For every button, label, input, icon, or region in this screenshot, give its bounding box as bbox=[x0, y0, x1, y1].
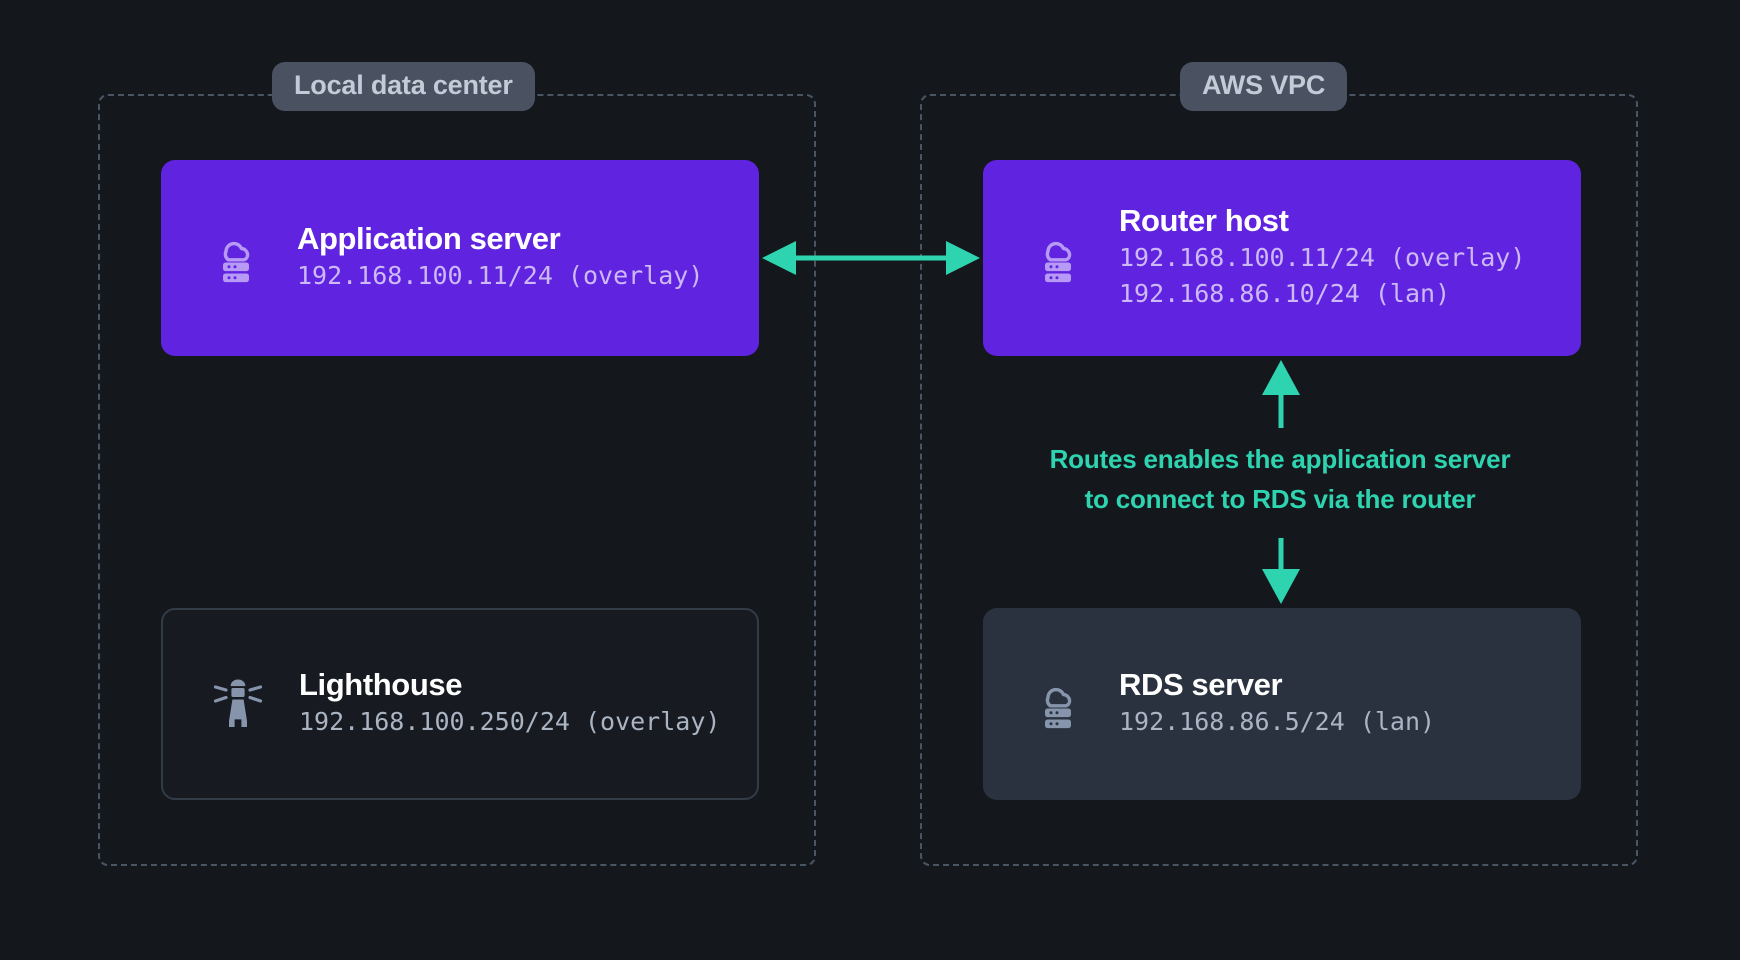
route-annotation: Routes enables the application server to… bbox=[1000, 440, 1560, 519]
cloud-server-icon bbox=[1029, 229, 1087, 287]
group-label-aws-vpc: AWS VPC bbox=[1180, 62, 1348, 111]
node-title: Router host bbox=[1119, 203, 1289, 239]
lighthouse-icon bbox=[209, 675, 267, 733]
node-title: RDS server bbox=[1119, 667, 1283, 703]
node-address: 192.168.86.10/24 (lan) bbox=[1119, 279, 1451, 309]
node-card-application-server[interactable]: Application server 192.168.100.11/24 (ov… bbox=[161, 160, 759, 356]
node-address: 192.168.100.11/24 (overlay) bbox=[297, 261, 704, 291]
cloud-server-icon bbox=[1029, 675, 1087, 733]
node-title: Lighthouse bbox=[299, 667, 463, 703]
node-address: 192.168.86.5/24 (lan) bbox=[1119, 707, 1436, 737]
node-title: Application server bbox=[297, 221, 561, 257]
route-annotation-line-2: to connect to RDS via the router bbox=[1084, 483, 1476, 514]
node-card-lighthouse[interactable]: Lighthouse 192.168.100.250/24 (overlay) bbox=[161, 608, 759, 800]
node-address: 192.168.100.250/24 (overlay) bbox=[299, 707, 721, 737]
cloud-server-icon bbox=[207, 229, 265, 287]
node-card-rds-server[interactable]: RDS server 192.168.86.5/24 (lan) bbox=[983, 608, 1581, 800]
node-card-router-host[interactable]: Router host 192.168.100.11/24 (overlay) … bbox=[983, 160, 1581, 356]
group-label-local-data-center: Local data center bbox=[272, 62, 535, 111]
route-annotation-line-1: Routes enables the application server bbox=[1049, 444, 1511, 474]
node-address: 192.168.100.11/24 (overlay) bbox=[1119, 242, 1526, 272]
